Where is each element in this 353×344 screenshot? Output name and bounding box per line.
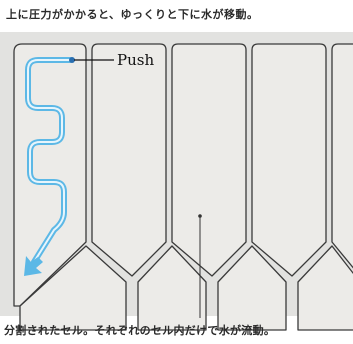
cell-5 [331, 43, 353, 269]
cell-4 [251, 43, 327, 277]
push-point-marker [69, 57, 75, 63]
cell-2 [91, 43, 167, 277]
push-label: Push [117, 51, 155, 69]
bottom-caption: 分割されたセル。それぞれのセル内だけで水が流動。 [4, 324, 276, 337]
top-caption: 上に圧力がかかると、ゆっくりと下に水が移動。 [6, 8, 259, 21]
lower-cell-4 [297, 245, 353, 331]
lower-cell-3 [217, 245, 287, 331]
cell-3 [171, 43, 247, 277]
lower-cell-2 [137, 245, 207, 331]
lower-cell-1 [19, 245, 127, 331]
arrow-down-left-icon [24, 256, 43, 276]
